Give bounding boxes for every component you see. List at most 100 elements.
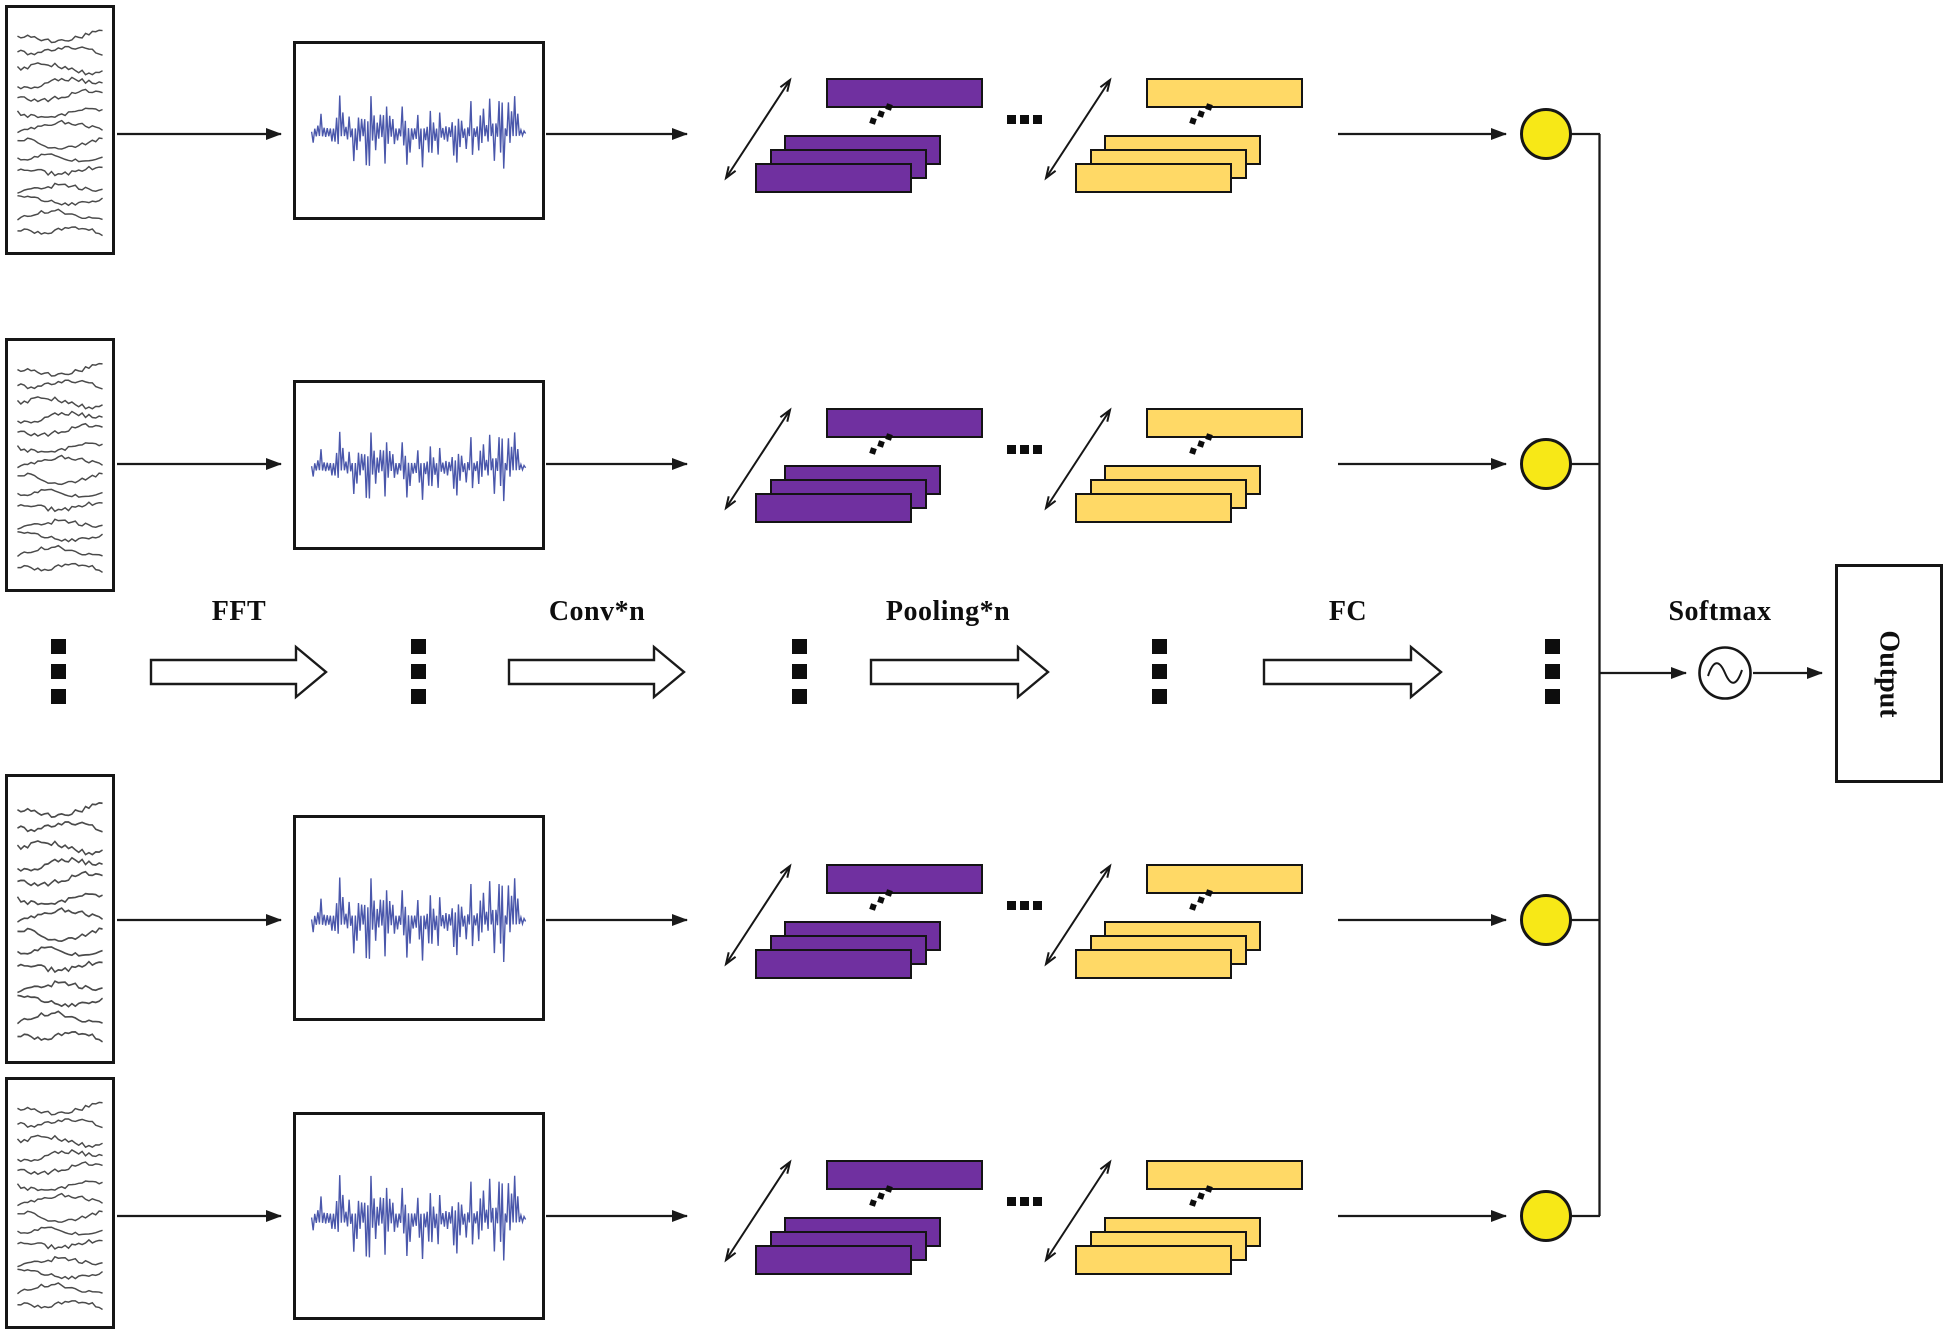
diagonal-ellipsis-icon — [1197, 110, 1205, 118]
spectrum-box — [293, 1112, 545, 1320]
ellipsis-icon — [1007, 901, 1016, 910]
vertical-ellipsis-icon — [1152, 689, 1167, 704]
spectrum-box — [293, 41, 545, 220]
eeg-trace — [16, 892, 103, 906]
eeg-trace — [17, 980, 103, 994]
eeg-trace — [17, 856, 103, 872]
eeg-trace — [17, 362, 103, 377]
diagonal-ellipsis-icon — [1189, 903, 1197, 911]
eeg-trace — [17, 1210, 103, 1223]
eeg-trace — [17, 1149, 103, 1163]
diagonal-ellipsis-icon — [1197, 1192, 1205, 1200]
diagonal-ellipsis-icon — [885, 103, 893, 111]
eeg-trace — [17, 226, 103, 237]
eeg-trace — [17, 1255, 103, 1268]
eeg-trace — [17, 501, 103, 513]
depth-double-arrow-icon — [1044, 77, 1112, 181]
eeg-trace — [17, 472, 103, 486]
vertical-ellipsis-icon — [1545, 639, 1560, 654]
diagonal-ellipsis-icon — [1205, 103, 1213, 111]
vertical-ellipsis-icon — [51, 689, 66, 704]
diagonal-ellipsis-icon — [877, 896, 885, 904]
fc-stage-arrow-icon — [1262, 644, 1443, 700]
eeg-trace — [17, 518, 103, 530]
depth-double-arrow-icon — [724, 77, 792, 181]
eeg-trace — [17, 1282, 103, 1295]
eeg-trace — [17, 1118, 103, 1129]
diagonal-ellipsis-icon — [885, 889, 893, 897]
vertical-ellipsis-icon — [1545, 689, 1560, 704]
eeg-trace — [16, 840, 103, 856]
pool-feature-map-bar — [1146, 78, 1303, 108]
eeg-trace — [17, 208, 103, 221]
diagonal-ellipsis-icon — [1189, 1199, 1197, 1207]
diagonal-ellipsis-icon — [1197, 440, 1205, 448]
depth-double-arrow-icon — [1044, 407, 1112, 511]
diagonal-ellipsis-icon — [1197, 896, 1205, 904]
pool-feature-map-bar — [1075, 493, 1232, 523]
eeg-trace — [17, 1268, 103, 1280]
eeg-trace — [17, 194, 103, 207]
spectrum-box — [293, 380, 545, 550]
diagonal-ellipsis-icon — [1189, 117, 1197, 125]
vertical-ellipsis-icon — [1152, 664, 1167, 679]
eeg-trace — [17, 960, 103, 974]
conv-feature-map-bar — [826, 408, 983, 438]
eeg-trace — [16, 107, 103, 119]
eeg-segment-box — [5, 5, 115, 255]
eeg-trace — [17, 562, 103, 573]
vertical-ellipsis-icon — [51, 664, 66, 679]
ellipsis-icon — [1020, 115, 1029, 124]
diagonal-ellipsis-icon — [877, 440, 885, 448]
diagonal-ellipsis-icon — [869, 1199, 877, 1207]
eeg-segment-box — [5, 1077, 115, 1329]
eeg-trace — [17, 1226, 103, 1236]
eeg-trace — [17, 821, 103, 833]
eeg-trace — [17, 182, 103, 194]
eeg-segment-box — [5, 338, 115, 592]
ellipsis-icon — [1007, 115, 1016, 124]
eeg-trace — [17, 927, 103, 943]
vertical-ellipsis-icon — [792, 689, 807, 704]
eeg-trace — [17, 153, 103, 163]
eeg-trace — [17, 45, 103, 56]
eeg-trace — [16, 1180, 103, 1192]
conv-feature-map-bar — [826, 1160, 983, 1190]
fc-node — [1520, 108, 1572, 160]
eeg-trace — [17, 454, 103, 469]
eeg-trace — [17, 1031, 103, 1043]
diagonal-ellipsis-icon — [1205, 433, 1213, 441]
eeg-trace — [17, 119, 103, 134]
pool-feature-map-bar — [1075, 1245, 1232, 1275]
pool-feature-map-bar — [1146, 864, 1303, 894]
softmax-label: Softmax — [1668, 596, 1772, 627]
eeg-trace — [17, 1161, 103, 1176]
fc-label: FC — [1328, 596, 1368, 627]
eeg-trace — [17, 165, 103, 177]
conv-feature-map-bar — [755, 493, 912, 523]
conv-feature-map-bar — [755, 163, 912, 193]
vertical-ellipsis-icon — [411, 664, 426, 679]
pooling-stage-arrow-icon — [869, 644, 1050, 700]
eeg-trace — [16, 1134, 103, 1149]
depth-double-arrow-icon — [724, 407, 792, 511]
vertical-ellipsis-icon — [51, 639, 66, 654]
spectrum-box — [293, 815, 545, 1021]
eeg-trace — [17, 531, 103, 543]
diagonal-ellipsis-icon — [877, 1192, 885, 1200]
fc-node — [1520, 894, 1572, 946]
fc-node — [1520, 1190, 1572, 1242]
vertical-ellipsis-icon — [1152, 639, 1167, 654]
conv-feature-map-bar — [826, 78, 983, 108]
eeg-trace — [17, 137, 103, 150]
depth-double-arrow-icon — [724, 1159, 792, 1263]
conv-feature-map-bar — [755, 1245, 912, 1275]
eeg-trace — [17, 88, 103, 103]
diagonal-ellipsis-icon — [869, 903, 877, 911]
eeg-trace — [17, 870, 103, 887]
diagonal-ellipsis-icon — [869, 117, 877, 125]
fft-spectrum-trace — [310, 95, 527, 169]
eeg-trace — [17, 422, 103, 437]
